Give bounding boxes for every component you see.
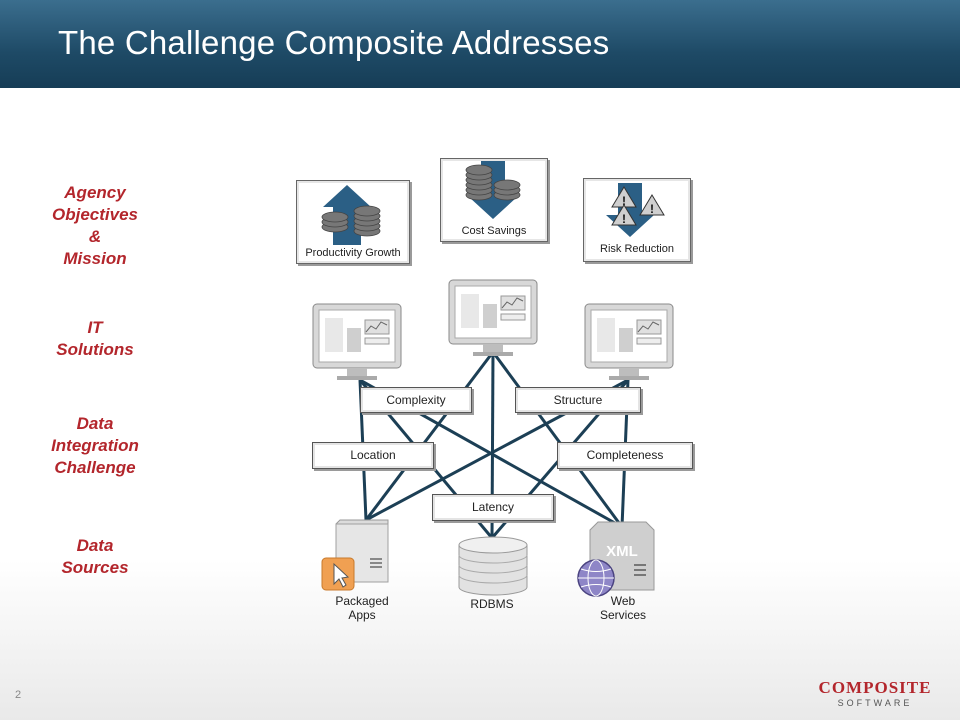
globe-icon <box>577 559 615 597</box>
monitor-icon <box>584 303 674 380</box>
page-number: 2 <box>15 689 22 701</box>
challenge-latency: Latency <box>432 494 554 521</box>
objective-risk: !!! Risk Reduction <box>583 178 691 262</box>
challenge-structure: Structure <box>515 387 641 413</box>
svg-text:!: ! <box>622 194 626 208</box>
objective-risk-label: Risk Reduction <box>600 243 674 255</box>
monitor-icon <box>448 279 538 356</box>
logo-name: COMPOSITE <box>818 678 932 697</box>
database-icon <box>458 536 528 596</box>
svg-text:!: ! <box>622 212 626 226</box>
source-packaged-label: Packaged Apps <box>335 594 389 622</box>
challenge-location: Location <box>312 442 434 469</box>
header-bar <box>0 0 960 88</box>
svg-text:!: ! <box>650 202 654 216</box>
row-label-integration: Data Integration Challenge <box>51 414 139 477</box>
logo-subtitle: SOFTWARE <box>837 698 913 708</box>
row-label-it-solutions: IT Solutions <box>56 318 134 359</box>
source-web-label: Web Services <box>599 594 646 622</box>
challenge-completeness: Completeness <box>557 442 693 469</box>
down-arrow-warning-icon: !!! <box>606 183 665 237</box>
row-label-sources: Data Sources <box>61 536 129 577</box>
xml-badge: XML <box>606 543 638 560</box>
app-cursor-icon <box>321 557 355 591</box>
row-label-objectives: Agency Objectives & Mission <box>52 183 138 268</box>
objective-productivity: Productivity Growth <box>296 180 410 264</box>
objective-cost-label: Cost Savings <box>461 225 527 237</box>
composite-logo: COMPOSITE SOFTWARE <box>816 678 934 708</box>
source-rdbms-label: RDBMS <box>470 597 514 611</box>
objective-productivity-label: Productivity Growth <box>305 247 401 259</box>
down-arrow-coins-icon <box>465 161 521 219</box>
up-arrow-coins-icon <box>321 185 381 245</box>
monitor-icon <box>312 303 402 380</box>
page-title: The Challenge Composite Addresses <box>58 24 610 61</box>
challenge-complexity: Complexity <box>360 387 472 413</box>
objective-cost: Cost Savings <box>440 158 548 242</box>
